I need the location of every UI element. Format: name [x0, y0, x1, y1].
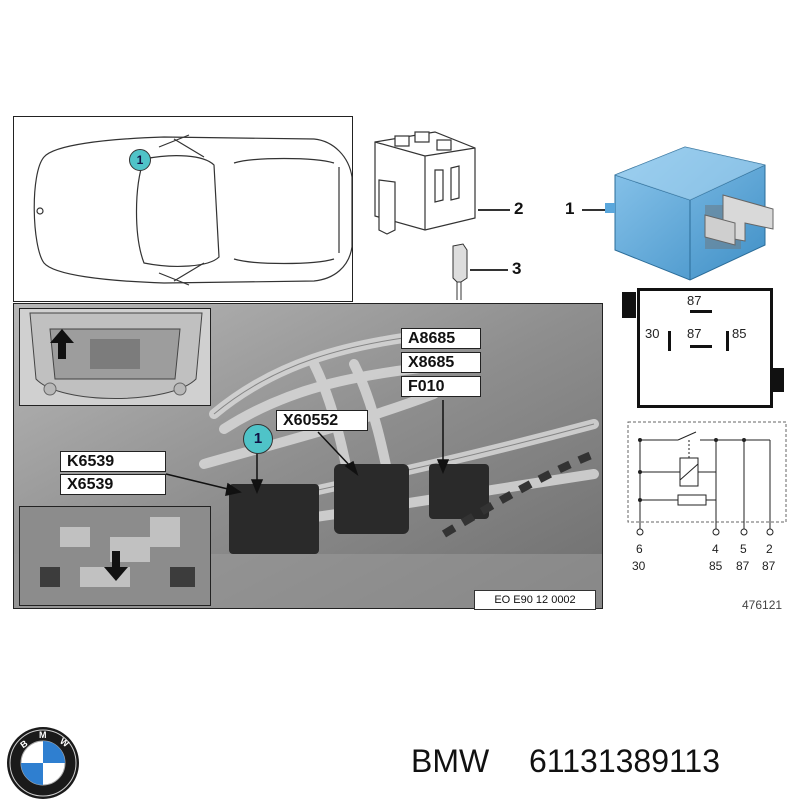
pin-slot-30: [668, 331, 671, 351]
pin-slot-85: [726, 331, 729, 351]
callout-1: 1: [565, 199, 575, 218]
bmw-logo-icon: B M W: [7, 727, 79, 799]
label-x60552: X60552: [276, 410, 368, 431]
label-f010: F010: [401, 376, 481, 397]
callout-3: 3: [512, 259, 522, 278]
pin-label-87-center: 87: [687, 326, 702, 341]
inset-photo-bottom: [19, 506, 211, 606]
relay-socket-drawing: [374, 131, 476, 235]
relay-face-diagram: 87 87 30 85: [637, 288, 773, 408]
relay-photo: [605, 146, 774, 281]
label-x6539: X6539: [60, 474, 166, 495]
inset-photo-top: [19, 308, 211, 406]
schematic-terminal-85: 85: [709, 559, 723, 573]
label-a8685: A8685: [401, 328, 481, 349]
schematic-terminal-87b: 87: [762, 559, 776, 573]
footer-brand: BMW: [411, 743, 490, 779]
label-k6539: K6539: [60, 451, 166, 472]
schematic-pin-6: 6: [636, 542, 643, 556]
callout-2: 2: [514, 199, 524, 218]
photo-caption: EO E90 12 0002: [474, 590, 596, 610]
pin-label-85: 85: [732, 326, 747, 341]
relay-face-notch-right: [772, 368, 784, 392]
terminal-pin-drawing: [452, 243, 468, 300]
photo-location-marker-1: 1: [243, 424, 273, 454]
car-outline-drawing: [33, 134, 353, 286]
pin-label-87-top: 87: [687, 293, 702, 308]
label-x8685: X8685: [401, 352, 481, 373]
down-arrow-icon: [104, 551, 128, 581]
car-location-panel: 1: [13, 116, 353, 302]
relay-face-notch-left: [622, 292, 636, 318]
pin-slot-87-center: [690, 345, 712, 348]
location-marker-1: 1: [129, 149, 151, 171]
pin-slot-87-top: [690, 310, 712, 313]
relay-schematic: [627, 421, 787, 536]
svg-text:B: B: [18, 738, 29, 750]
footer-part-number: 61131389113: [529, 743, 721, 779]
schematic-pin-5: 5: [740, 542, 747, 556]
schematic-pin-2: 2: [766, 542, 773, 556]
schematic-terminal-87a: 87: [736, 559, 750, 573]
schematic-terminal-30: 30: [632, 559, 646, 573]
pin-label-30: 30: [645, 326, 660, 341]
figure-number: 476121: [742, 598, 783, 612]
leader-line-1: [582, 209, 608, 211]
leader-line-2: [478, 209, 510, 211]
svg-text:M: M: [39, 730, 47, 740]
up-arrow-icon: [50, 329, 74, 359]
schematic-pin-4: 4: [712, 542, 719, 556]
leader-line-3: [470, 269, 508, 271]
